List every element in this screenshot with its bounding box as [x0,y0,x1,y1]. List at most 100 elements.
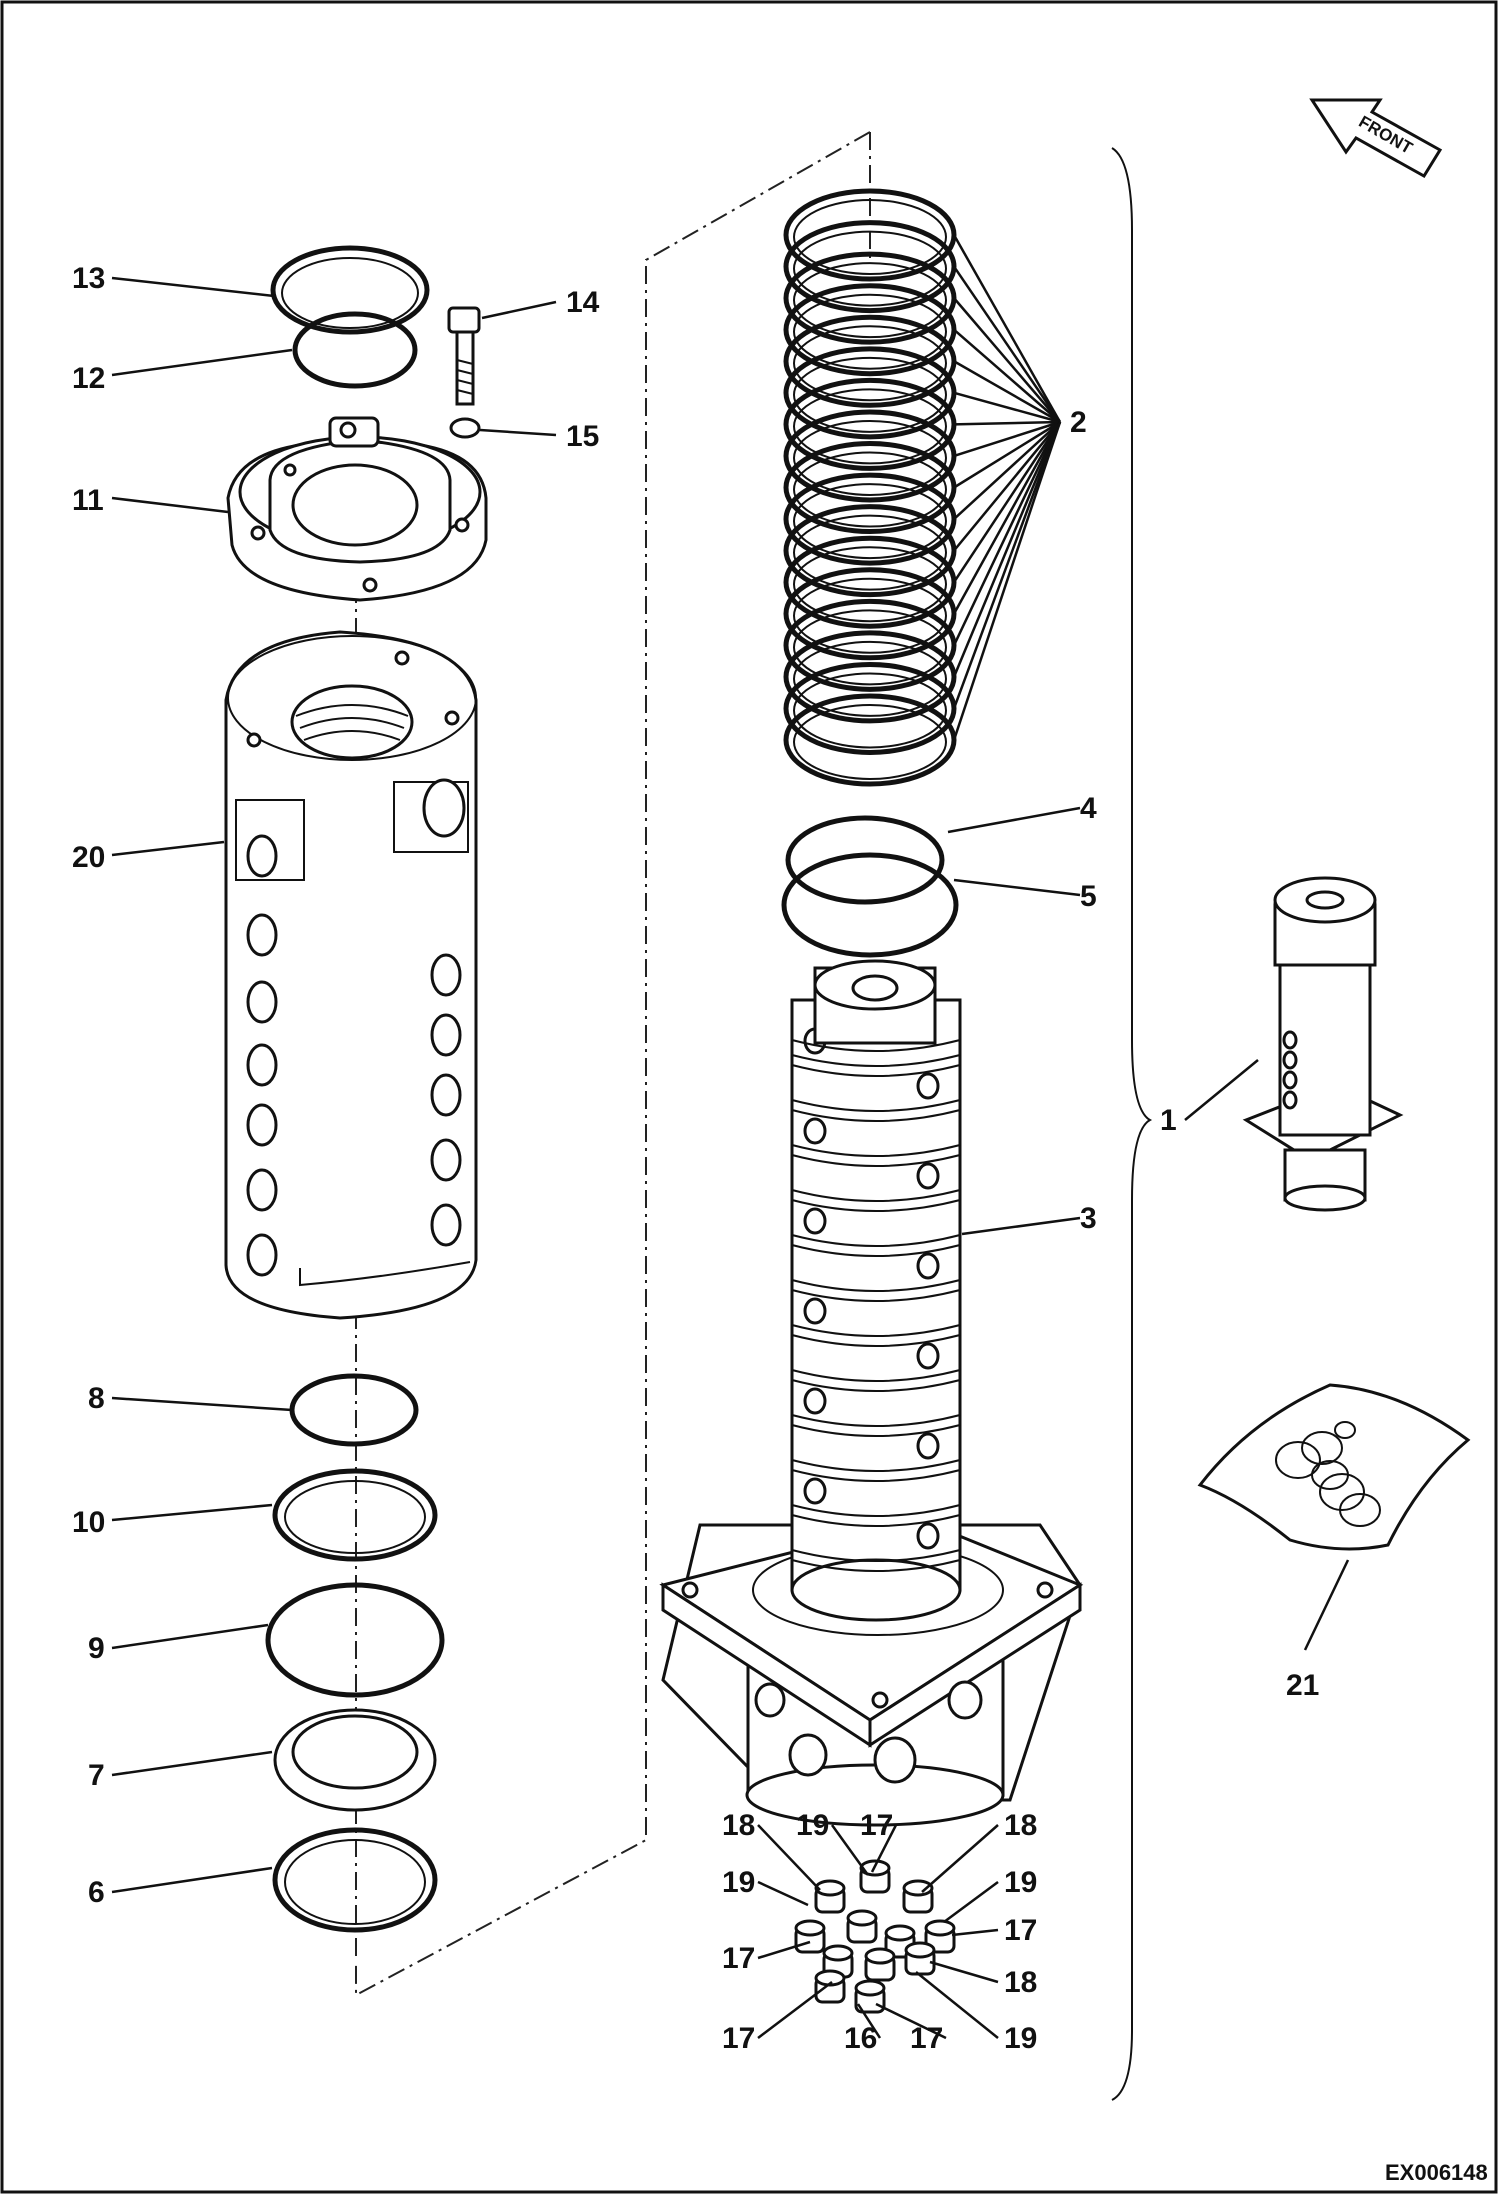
seal-leader [952,421,1062,583]
fitting-callout: 19 [722,1866,755,1899]
ring-13 [270,245,430,335]
rotor-port [916,1072,940,1100]
callout-14: 14 [566,286,600,319]
seal-ring-inner [793,199,947,275]
assembly-1-thumbnail [1242,876,1404,1212]
oring-9 [265,1582,445,1698]
fitting-leader [875,2002,947,2040]
rotor-port [916,1162,940,1190]
seal-leader [953,421,1061,552]
callout-9: 9 [88,1632,105,1665]
seal-leader [953,421,1061,520]
ring-6 [272,1827,438,1933]
rotor-groove [791,1504,961,1517]
seal-leader [953,297,1061,423]
seal-leader [952,265,1062,423]
rotor-groove [791,1144,961,1157]
front-direction-arrow: FRONT [1309,98,1443,179]
callout-1: 1 [1160,1104,1177,1137]
rotor-groove [791,1109,961,1122]
rotor-port [916,1252,940,1280]
figure-code: EX006148 [1385,2160,1488,2185]
fitting-callout: 17 [1004,1914,1037,1947]
rotor-groove [791,1459,961,1472]
rotor-port [916,1432,940,1460]
callout-15: 15 [566,420,599,453]
rotor-groove [791,1244,961,1257]
rotor-port [803,1477,827,1505]
oring-4 [785,815,945,905]
seal-leader [953,391,1061,424]
rotor-groove [791,1549,961,1562]
rotor-port [803,1207,827,1235]
seal-ring-inner [793,451,947,528]
fitting-leader [757,1824,821,1891]
rotor-port [916,1522,940,1550]
washer-15 [449,417,481,439]
callout-12: 12 [72,362,105,395]
rotor-groove [791,1289,961,1302]
fitting-leader [757,1880,809,1907]
rotor-groove [791,1324,961,1337]
seal-ring-inner [793,609,947,686]
seal-leader [953,420,1061,426]
seal-leader [952,421,1062,646]
callout-5: 5 [1080,880,1097,913]
fitting-callout: 19 [796,1809,829,1842]
seal-ring-inner [793,483,947,560]
rotor-port [803,1117,827,1145]
fitting-top [814,1879,846,1897]
fitting-callout: 19 [1004,2022,1037,2055]
ring-10 [272,1468,438,1562]
rotor-groove [791,1054,961,1067]
fitting-leader [757,1981,833,2039]
fitting-callout: 17 [910,2022,943,2055]
ring-6-inner [284,1839,426,1925]
fitting-top [846,1909,878,1927]
fitting-callout: 17 [722,1942,755,1975]
seal-ring-inner [793,577,947,654]
callout-3: 3 [1080,1202,1097,1235]
seal-ring-inner [793,293,947,370]
body-20 [224,630,478,1320]
ring-13-inner [281,257,419,329]
fitting-top [884,1924,916,1942]
callout-8: 8 [88,1382,105,1415]
fitting-top [864,1947,896,1965]
assembly-bracket [1111,147,1153,2101]
fitting-top [904,1941,936,1959]
seal-ring-inner [793,388,947,465]
fitting-leader [830,1824,870,1876]
rotor-groove [791,1559,961,1572]
callout-21: 21 [1286,1669,1319,1702]
fitting-top [924,1919,956,1937]
rotor-port [916,1342,940,1370]
fitting-leader [870,1824,898,1873]
callout-labels: 13 12 14 15 11 20 8 10 9 7 6 2 4 5 3 1 2… [72,262,1319,2055]
seal-ring-inner [793,640,947,717]
seal-leader [952,421,1062,678]
oring-12 [292,311,418,389]
rotor-groove [791,1424,961,1437]
fitting-leader [943,1880,999,1924]
rotor-port [803,1297,827,1325]
callout-11: 11 [72,484,104,517]
fitting-top [854,1979,886,1997]
seal-ring-inner [793,514,947,591]
callout-7: 7 [88,1759,105,1792]
seal-leader [952,421,1062,709]
rotor-groove [791,1279,961,1292]
seal-leader [953,360,1061,424]
oring-5 [781,852,959,958]
callout-2: 2 [1070,406,1087,439]
rotor-groove [791,1064,961,1077]
callout-20: 20 [72,841,105,874]
rotor-groove [791,1369,961,1382]
seal-leader [953,420,1061,458]
rotor-groove [791,1414,961,1427]
callout-6: 6 [88,1876,105,1909]
fitting-leader [921,1824,999,1893]
rotor-3 [659,959,1084,1827]
seal-kit-21 [1197,1383,1471,1551]
